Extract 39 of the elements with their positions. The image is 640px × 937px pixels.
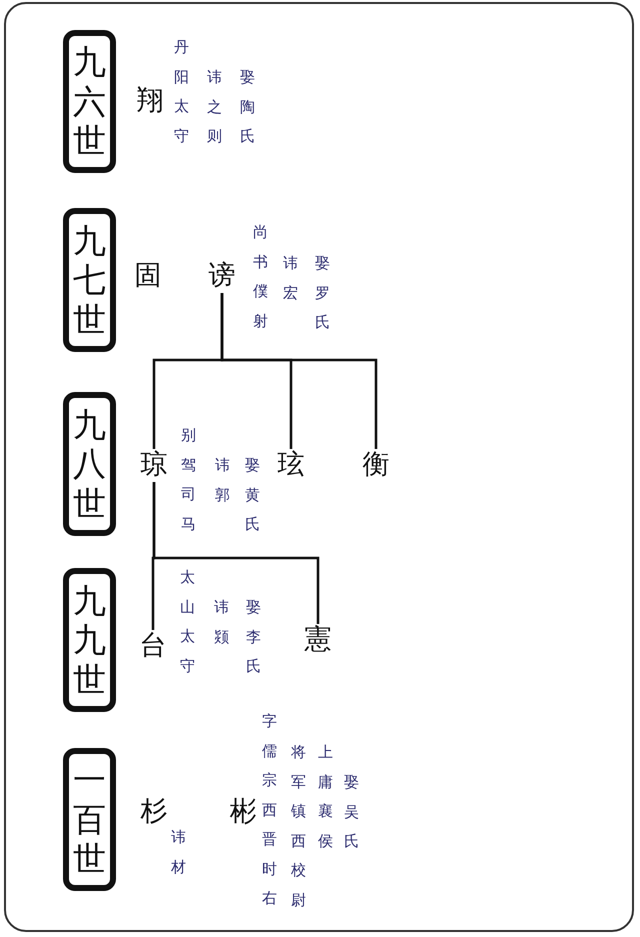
- biography-note: 尚书僕射: [253, 222, 268, 332]
- biography-note: 娶罗氏: [315, 253, 330, 333]
- biography-note: 字儒宗西晋时右: [262, 711, 277, 909]
- biography-note: 娶李氏: [246, 597, 261, 677]
- biography-note: 娶陶氏: [240, 67, 255, 147]
- generation-box: [63, 30, 116, 173]
- generation-label: 九七世: [73, 220, 106, 340]
- biography-note: 讳颎: [214, 597, 229, 648]
- biography-note: 娶吴氏: [344, 772, 359, 852]
- person-name: 憲: [303, 625, 333, 655]
- generation-box: [63, 568, 116, 712]
- biography-note: 讳材: [171, 827, 186, 878]
- generation-box: [63, 748, 116, 891]
- biography-note: 讳宏: [283, 253, 298, 304]
- generation-label: 九六世: [73, 42, 106, 161]
- biography-note: 将军镇西校尉: [291, 742, 306, 910]
- biography-note: 上庸襄侯: [318, 742, 333, 852]
- biography-note: 讳之则: [207, 67, 222, 147]
- family-tree-line: [220, 293, 378, 449]
- biography-note: 娶黄氏: [245, 455, 260, 535]
- person-name: 杉: [139, 797, 169, 827]
- generation-box: [63, 392, 116, 536]
- person-name: 衡: [361, 450, 391, 480]
- family-tree-line: [152, 482, 320, 624]
- generation-label: 九九世: [73, 580, 106, 700]
- biography-note: 别驾司马: [181, 425, 196, 534]
- person-name: 翔: [135, 86, 165, 116]
- generation-box: [63, 208, 116, 352]
- generation-label: 九八世: [73, 404, 106, 524]
- generation-label: 一百世: [73, 760, 106, 879]
- biography-note: 丹阳太守: [174, 37, 189, 146]
- biography-note: 太山太守: [180, 567, 195, 676]
- person-name: 台: [138, 631, 168, 661]
- biography-note: 讳郭: [215, 455, 230, 506]
- person-name: 固: [133, 261, 163, 291]
- person-name: 玹: [276, 450, 306, 480]
- person-name: 谤: [207, 261, 237, 291]
- person-name: 彬: [228, 797, 258, 827]
- person-name: 琼: [139, 450, 169, 480]
